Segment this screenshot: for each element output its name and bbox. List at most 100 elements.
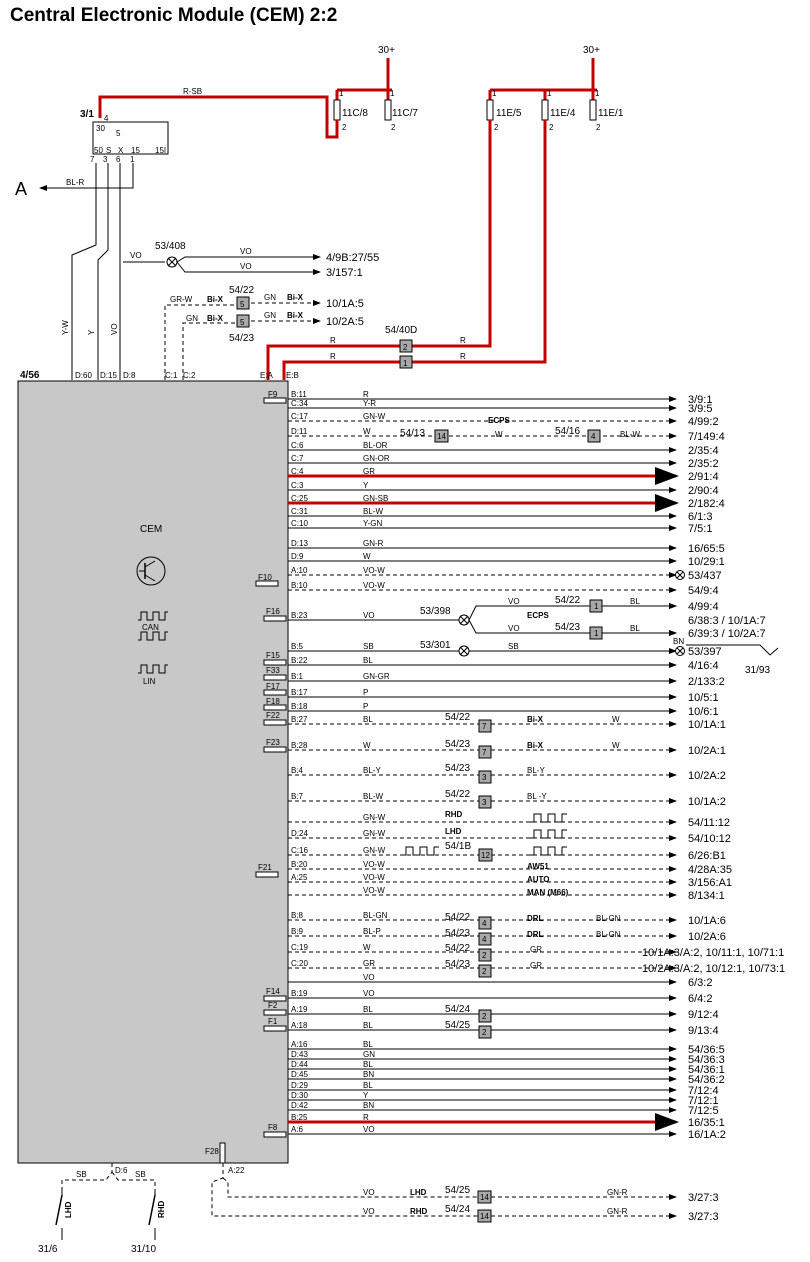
destination-label: 2/91:4 bbox=[688, 471, 719, 483]
ground-31-6: 31/6 bbox=[38, 1244, 58, 1255]
wire-vo-a: VO bbox=[508, 597, 520, 606]
wire-color-label: SB bbox=[363, 642, 374, 651]
box-7-a: 7 bbox=[482, 722, 487, 731]
wire-color-label: BL bbox=[363, 715, 373, 724]
pin-label: D:45 bbox=[291, 1070, 308, 1079]
bix-2: Bi-X bbox=[207, 314, 224, 323]
box-3-a: 3 bbox=[482, 773, 487, 782]
auto-label: AUTO bbox=[527, 875, 550, 884]
conn-54-23-d: 54/23 bbox=[445, 928, 470, 939]
destination-label: 7/5:1 bbox=[688, 523, 712, 535]
destination-label: 10/1A:1 bbox=[688, 719, 726, 731]
wire-vo-top-1: VO bbox=[240, 247, 252, 256]
pin-label: B:17 bbox=[291, 688, 308, 697]
svg-text:F10: F10 bbox=[258, 573, 272, 582]
wire-bl-r: BL-R bbox=[66, 178, 84, 187]
fuse-11c8-pin1: 1 bbox=[339, 89, 344, 98]
conn-54-23-a: 54/23 bbox=[555, 622, 580, 633]
box-2-c: 2 bbox=[482, 1012, 487, 1021]
svg-text:F15: F15 bbox=[266, 651, 280, 660]
pin-c1: C:1 bbox=[165, 371, 178, 380]
lhd-bot: LHD bbox=[410, 1188, 427, 1197]
destination-label: 16/35:1 bbox=[688, 1117, 725, 1129]
svg-text:F2: F2 bbox=[268, 1001, 278, 1010]
destination-label: 7/12:1 bbox=[688, 1095, 719, 1107]
destination-label: 10/29:1 bbox=[688, 556, 725, 568]
wire-bl-gn-r2: BL-GN bbox=[596, 930, 621, 939]
box-1-a: 1 bbox=[594, 602, 599, 611]
fuse-f10: F10 bbox=[255, 573, 279, 587]
pin-label: D:44 bbox=[291, 1060, 308, 1069]
wire-color-label: Y bbox=[363, 1091, 369, 1100]
fuse-11e5: 11E/5 1 2 bbox=[486, 89, 522, 132]
lin-label: LIN bbox=[143, 677, 156, 686]
destination-label: 4/28A:35 bbox=[688, 864, 732, 876]
wire-gn-r-1: GN-R bbox=[607, 1188, 628, 1197]
ign-pin-4: 4 bbox=[104, 114, 109, 123]
fuse-11c8-pin2: 2 bbox=[342, 123, 347, 132]
wire-color-label: VO-W bbox=[363, 873, 385, 882]
box-2-d: 2 bbox=[482, 1028, 487, 1037]
wire-color-label: GN-R bbox=[363, 539, 384, 548]
conn-54-23-c: 54/23 bbox=[445, 763, 470, 774]
wire-color-label: GN-W bbox=[363, 813, 386, 822]
destination-label: 10/2A:3/A:2, 10/12:1, 10/73:1 bbox=[642, 963, 785, 975]
fuse-11e4: 11E/4 1 2 bbox=[541, 89, 576, 132]
aw51-label: AW51 bbox=[527, 862, 549, 871]
fuse-f22: F22 bbox=[263, 711, 287, 726]
fuse-11c7-pin2: 2 bbox=[391, 123, 396, 132]
wire-color-label: GN-OR bbox=[363, 454, 390, 463]
svg-text:F16: F16 bbox=[266, 607, 280, 616]
destination-label: 6/39:3 / 10/2A:7 bbox=[688, 628, 766, 640]
wire-color-label: GR bbox=[363, 959, 375, 968]
man-label: MAN (M66) bbox=[527, 888, 569, 897]
pin-d6: D:6 bbox=[115, 1166, 128, 1175]
wire-w-mid: W bbox=[495, 430, 503, 439]
wire-color-label: GN-W bbox=[363, 412, 386, 421]
wire-color-label: P bbox=[363, 688, 368, 697]
conn-54-22-c: 54/22 bbox=[445, 789, 470, 800]
conn-54-13: 54/13 bbox=[400, 428, 425, 439]
splice-cross bbox=[676, 571, 684, 579]
cem-module bbox=[17, 380, 289, 1164]
wire-r-sb: R-SB bbox=[183, 87, 202, 96]
pin-label: C:31 bbox=[291, 507, 308, 516]
bix-4: Bi-X bbox=[287, 311, 304, 320]
wire-color-label: VO bbox=[363, 1125, 375, 1134]
pin-label: D:13 bbox=[291, 539, 308, 548]
pin-label: B:22 bbox=[291, 656, 308, 665]
destination-label: 2/35:2 bbox=[688, 458, 719, 470]
wire-color-label: VO-W bbox=[363, 566, 385, 575]
pin-label: B:11 bbox=[291, 390, 307, 399]
ign-num-6: 6 bbox=[116, 155, 121, 164]
destination-label: 2/133:2 bbox=[688, 676, 725, 688]
wire-r-4: R bbox=[460, 352, 466, 361]
wire-color-label: GN-W bbox=[363, 829, 386, 838]
wire-row: B:27 BL 10/1A:1 bbox=[288, 715, 726, 731]
pin-label: B:27 bbox=[291, 715, 308, 724]
wire-color-label: Y bbox=[363, 481, 369, 490]
conn-54-16: 54/16 bbox=[555, 426, 580, 437]
svg-text:F9: F9 bbox=[268, 390, 278, 399]
pulse-icon-2 bbox=[528, 829, 567, 839]
ground-31-10: 31/10 bbox=[131, 1244, 156, 1255]
svg-text:11E/4: 11E/4 bbox=[550, 108, 576, 119]
pin-label: A:18 bbox=[291, 1021, 308, 1030]
ign-num-3: 3 bbox=[103, 155, 108, 164]
rhd-switch-label: RHD bbox=[157, 1200, 166, 1218]
ign-num-7: 7 bbox=[90, 155, 95, 164]
box-14-b: 14 bbox=[480, 1212, 489, 1221]
destination-label: 10/1A:6 bbox=[688, 915, 726, 927]
wire-color-label: BN bbox=[363, 1101, 374, 1110]
wire-r-2: R bbox=[460, 336, 466, 345]
